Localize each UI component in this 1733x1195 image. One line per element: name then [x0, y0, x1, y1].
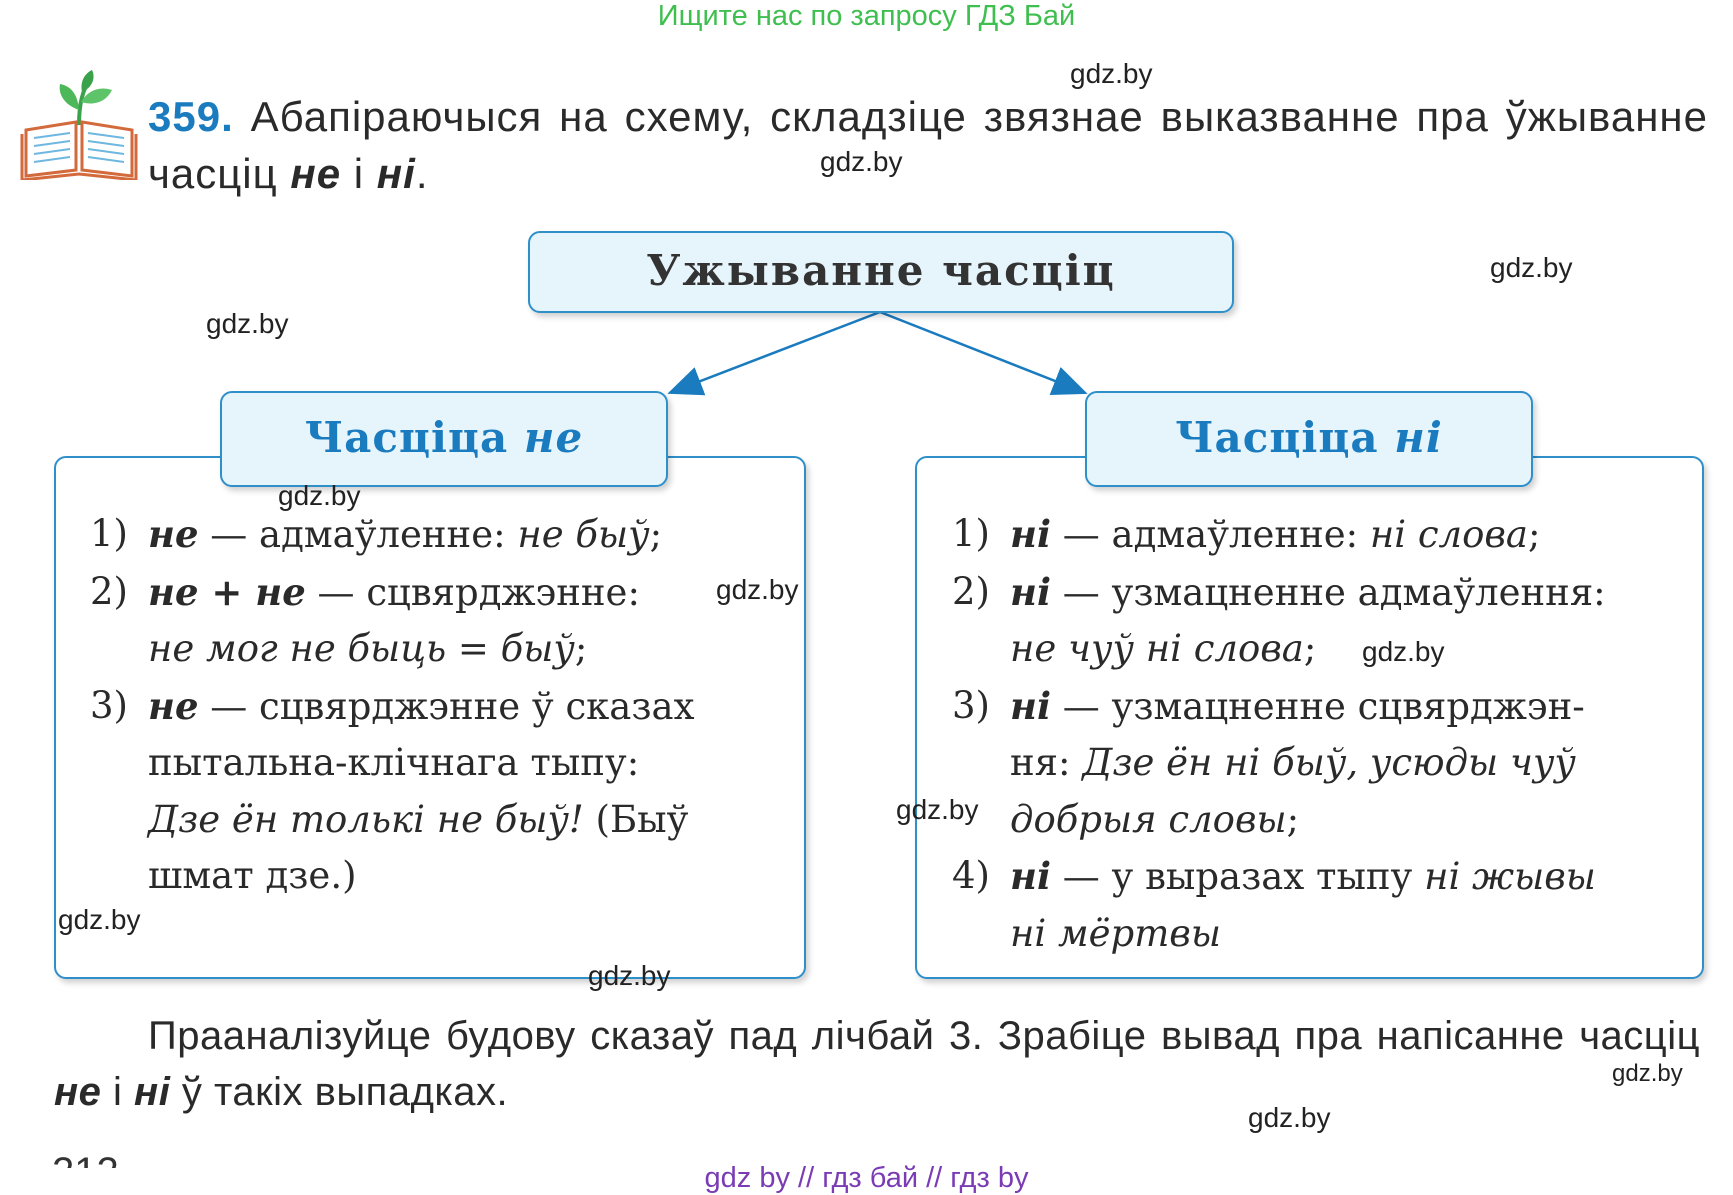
rule-example: не чуў ні слова	[1010, 627, 1304, 670]
rule-example: ні слова	[1369, 513, 1528, 556]
rule-particle: ні	[1010, 683, 1052, 728]
rule-line: 1) не — адмаўленне: не быў;	[90, 506, 770, 564]
heading-kw: не	[523, 413, 584, 462]
particle-ne: не	[290, 150, 342, 197]
watermark: gdz.by	[206, 308, 289, 339]
watermark: gdz.by	[1612, 1060, 1683, 1087]
watermark: gdz.by	[1070, 58, 1153, 89]
rule-example: Дзе ён толькі не быў!	[148, 797, 584, 841]
search-banner[interactable]: Ищите нас по запросу ГДЗ Бай	[657, 0, 1076, 32]
panel-ni	[915, 456, 1704, 979]
rule-particle: ні	[1010, 512, 1052, 556]
rule-line: 3) не — сцвярджэнне ў сказах	[90, 678, 770, 736]
watermark: gdz.by	[716, 574, 799, 605]
rule-particle: не	[148, 512, 199, 556]
follow-up-text-end: ў такіх выпадках.	[170, 1070, 509, 1114]
panel-ne	[54, 456, 806, 979]
rule-example: не быў	[517, 513, 650, 556]
open-book-icon	[20, 70, 138, 182]
rule-line: 2) не + не — сцвярджэнне:	[90, 564, 770, 622]
rule-example: ні мёртвы	[1010, 911, 1221, 955]
conjunction: і	[101, 1070, 135, 1114]
rule-text: — у выразах тыпу	[1051, 855, 1425, 898]
watermark: gdz.by	[58, 904, 141, 935]
rule-line: не чуў ні слова;	[952, 621, 1672, 678]
rule-example: добрыя словы	[1010, 797, 1287, 841]
rule-number: 2)	[90, 569, 128, 613]
follow-up-text: Прааналізуйце будову сказаў пад лічбай 3…	[148, 1014, 1700, 1058]
rule-number: 1)	[952, 512, 990, 555]
heading-particle-ne: Часціца не	[220, 391, 668, 487]
heading-particle-ni: Часціца ні	[1085, 391, 1533, 487]
rule-line: пытальна-клічнага тыпу:	[90, 735, 770, 792]
watermark: gdz.by	[1490, 252, 1573, 283]
heading-word: Часціца	[1175, 413, 1379, 462]
watermark: gdz.by	[896, 794, 979, 825]
particle-ne: не	[54, 1070, 102, 1114]
rule-line: ня: Дзе ён ні быў, усюды чуў	[952, 735, 1672, 792]
rule-tail: ;	[1286, 797, 1300, 841]
rules-ne-list: 1) не — адмаўленне: не быў; 2) не + не — сц…	[90, 506, 770, 905]
page-number: 212	[52, 1150, 119, 1194]
rule-example: Дзе ён ні быў, усюды чуў	[1082, 741, 1576, 784]
rule-line: 4) ні — у выразах тыпу ні жывы	[952, 848, 1672, 906]
heading-kw: ні	[1394, 413, 1443, 462]
rule-text: — адмаўленне:	[198, 513, 518, 556]
rule-particle: ні	[1010, 854, 1052, 898]
rule-line: 3) ні — узмацненне сцвярджэн-	[952, 678, 1672, 736]
rules-ni-list: 1) ні — адмаўленне: ні слова; 2) ні — узмац…	[952, 506, 1672, 962]
rule-tail: ;	[574, 627, 588, 670]
rule-text: пытальна-клічнага тыпу:	[148, 741, 640, 784]
heading-word: Часціца	[304, 413, 509, 462]
task-statement: 359. Абапіраючыся на схему, складзіце зв…	[148, 88, 1708, 202]
rule-text: ня:	[1010, 741, 1083, 784]
rule-text: — сцвярджэнне ў сказах	[198, 684, 695, 728]
rule-number: 1)	[90, 512, 128, 555]
watermark: gdz.by	[1248, 1102, 1331, 1133]
task-text: Абапіраючыся на схему, складзіце звязнае…	[148, 93, 1708, 197]
rule-number: 3)	[90, 683, 128, 727]
footer-watermark[interactable]: gdz by // гдз бай // гдз by	[704, 1162, 1029, 1194]
rule-text: — сцвярджэнне:	[305, 570, 640, 614]
rule-text: — узмацненне адмаўлення:	[1051, 570, 1606, 614]
rule-line: не мог не быць = быў;	[90, 621, 770, 678]
rule-tail: ;	[1527, 513, 1541, 556]
rule-line: ні мёртвы	[952, 906, 1672, 963]
rule-tail: ;	[1303, 627, 1317, 670]
conjunction: і	[341, 150, 377, 197]
rule-text: шмат дзе.)	[148, 854, 357, 897]
rule-number: 3)	[952, 683, 990, 727]
watermark: gdz.by	[1362, 636, 1445, 667]
task-end: .	[415, 150, 429, 197]
rule-particle: ні	[1010, 569, 1052, 614]
rule-particle: не	[148, 683, 199, 728]
watermark: gdz.by	[820, 146, 903, 177]
particle-ni: ні	[134, 1070, 171, 1114]
rule-line: 1) ні — адмаўленне: ні слова;	[952, 506, 1672, 564]
rule-line: шмат дзе.)	[90, 848, 770, 905]
rule-number: 2)	[952, 569, 990, 613]
arrow-left	[667, 310, 881, 396]
rule-tail: (Быў	[583, 797, 689, 841]
follow-up-task: Прааналізуйце будову сказаў пад лічбай 3…	[54, 1008, 1700, 1120]
rule-number: 4)	[952, 854, 990, 897]
rule-line: Дзе ён толькі не быў! (Быў	[90, 792, 770, 849]
watermark: gdz.by	[588, 960, 671, 991]
scheme-title: Ужыванне часціц	[528, 231, 1234, 313]
rule-example: ні жывы	[1424, 855, 1596, 898]
particle-ni: ні	[376, 150, 416, 197]
rule-line: добрыя словы;	[952, 792, 1672, 849]
arrow-right	[879, 310, 1088, 395]
rule-text: — адмаўленне:	[1051, 513, 1370, 556]
task-number: 359.	[148, 93, 234, 140]
rule-line: 2) ні — узмацненне адмаўлення:	[952, 564, 1672, 622]
watermark: gdz.by	[278, 480, 361, 511]
rule-text: — узмацненне сцвярджэн-	[1051, 684, 1585, 728]
rule-example: не мог не быць = быў	[148, 627, 575, 670]
rule-particle: не + не	[148, 569, 306, 614]
rule-tail: ;	[649, 513, 663, 556]
